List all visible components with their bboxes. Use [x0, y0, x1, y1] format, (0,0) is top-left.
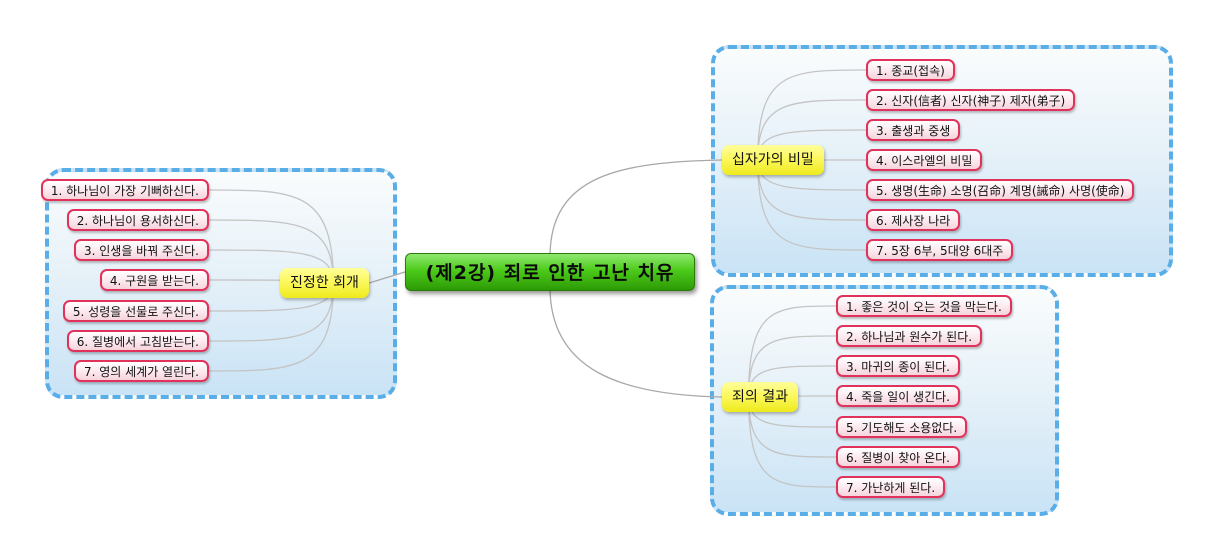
link-central-sin: [549, 286, 723, 398]
link-leaf-cross-2: [757, 99, 867, 161]
leaf-sin-2[interactable]: 2. 하나님과 원수가 된다.: [836, 325, 983, 347]
link-leaf-sin-6: [747, 396, 837, 458]
leaf-sin-3[interactable]: 3. 마귀의 종이 된다.: [836, 355, 960, 377]
link-leaf-repentance-2: [208, 219, 335, 284]
leaf-cross-3[interactable]: 3. 출생과 중생: [866, 119, 961, 141]
leaf-sin-4[interactable]: 4. 죽을 일이 생긴다.: [836, 385, 960, 407]
link-leaf-repentance-1: [208, 189, 335, 284]
leaf-repentance-5[interactable]: 5. 성령을 선물로 주신다.: [62, 300, 209, 322]
leaf-cross-4[interactable]: 4. 이스라엘의 비밀: [866, 149, 983, 171]
leaf-sin-1[interactable]: 1. 좋은 것이 오는 것을 막는다.: [836, 295, 1012, 317]
leaf-cross-1[interactable]: 1. 종교(접속): [866, 59, 955, 81]
link-central-repentance: [368, 271, 406, 284]
link-leaf-repentance-7: [208, 282, 335, 372]
link-leaf-sin-2: [747, 335, 837, 398]
central-topic[interactable]: (제2강) 죄로 인한 고난 치유: [405, 253, 695, 291]
leaf-cross-6[interactable]: 6. 제사장 나라: [866, 209, 961, 231]
branch-repentance[interactable]: 진정한 회개: [280, 268, 369, 298]
leaf-repentance-3[interactable]: 3. 인생을 바꿔 주신다.: [73, 239, 209, 261]
leaf-sin-6[interactable]: 6. 질병이 찾아 온다.: [836, 446, 960, 468]
branch-cross-secret[interactable]: 십자가의 비밀: [722, 145, 824, 175]
link-leaf-sin-1: [747, 305, 837, 398]
leaf-sin-5[interactable]: 5. 기도해도 소용없다.: [836, 416, 968, 438]
link-leaf-sin-7: [747, 396, 837, 488]
leaf-sin-7[interactable]: 7. 가난하게 된다.: [836, 476, 946, 498]
link-leaf-cross-6: [757, 159, 867, 221]
leaf-repentance-4[interactable]: 4. 구원을 받는다.: [99, 269, 209, 291]
leaf-cross-7[interactable]: 7. 5장 6부, 5대양 6대주: [866, 239, 1014, 261]
leaf-repentance-1[interactable]: 1. 하나님이 가장 기뻐하신다.: [40, 179, 209, 201]
link-central-cross: [549, 159, 723, 258]
leaf-cross-5[interactable]: 5. 생명(生命) 소명(召命) 계명(誡命) 사명(使命): [866, 179, 1135, 201]
branch-sin-result[interactable]: 죄의 결과: [722, 382, 798, 412]
leaf-repentance-6[interactable]: 6. 질병에서 고침받는다.: [66, 330, 209, 352]
link-leaf-cross-1: [757, 69, 867, 161]
leaf-repentance-7[interactable]: 7. 영의 세계가 열린다.: [73, 360, 209, 382]
leaf-cross-2[interactable]: 2. 신자(信者) 신자(神子) 제자(弟子): [866, 89, 1076, 111]
link-leaf-cross-7: [757, 159, 867, 251]
link-leaf-repentance-6: [208, 282, 335, 342]
leaf-repentance-2[interactable]: 2. 하나님이 용서하신다.: [66, 209, 209, 231]
